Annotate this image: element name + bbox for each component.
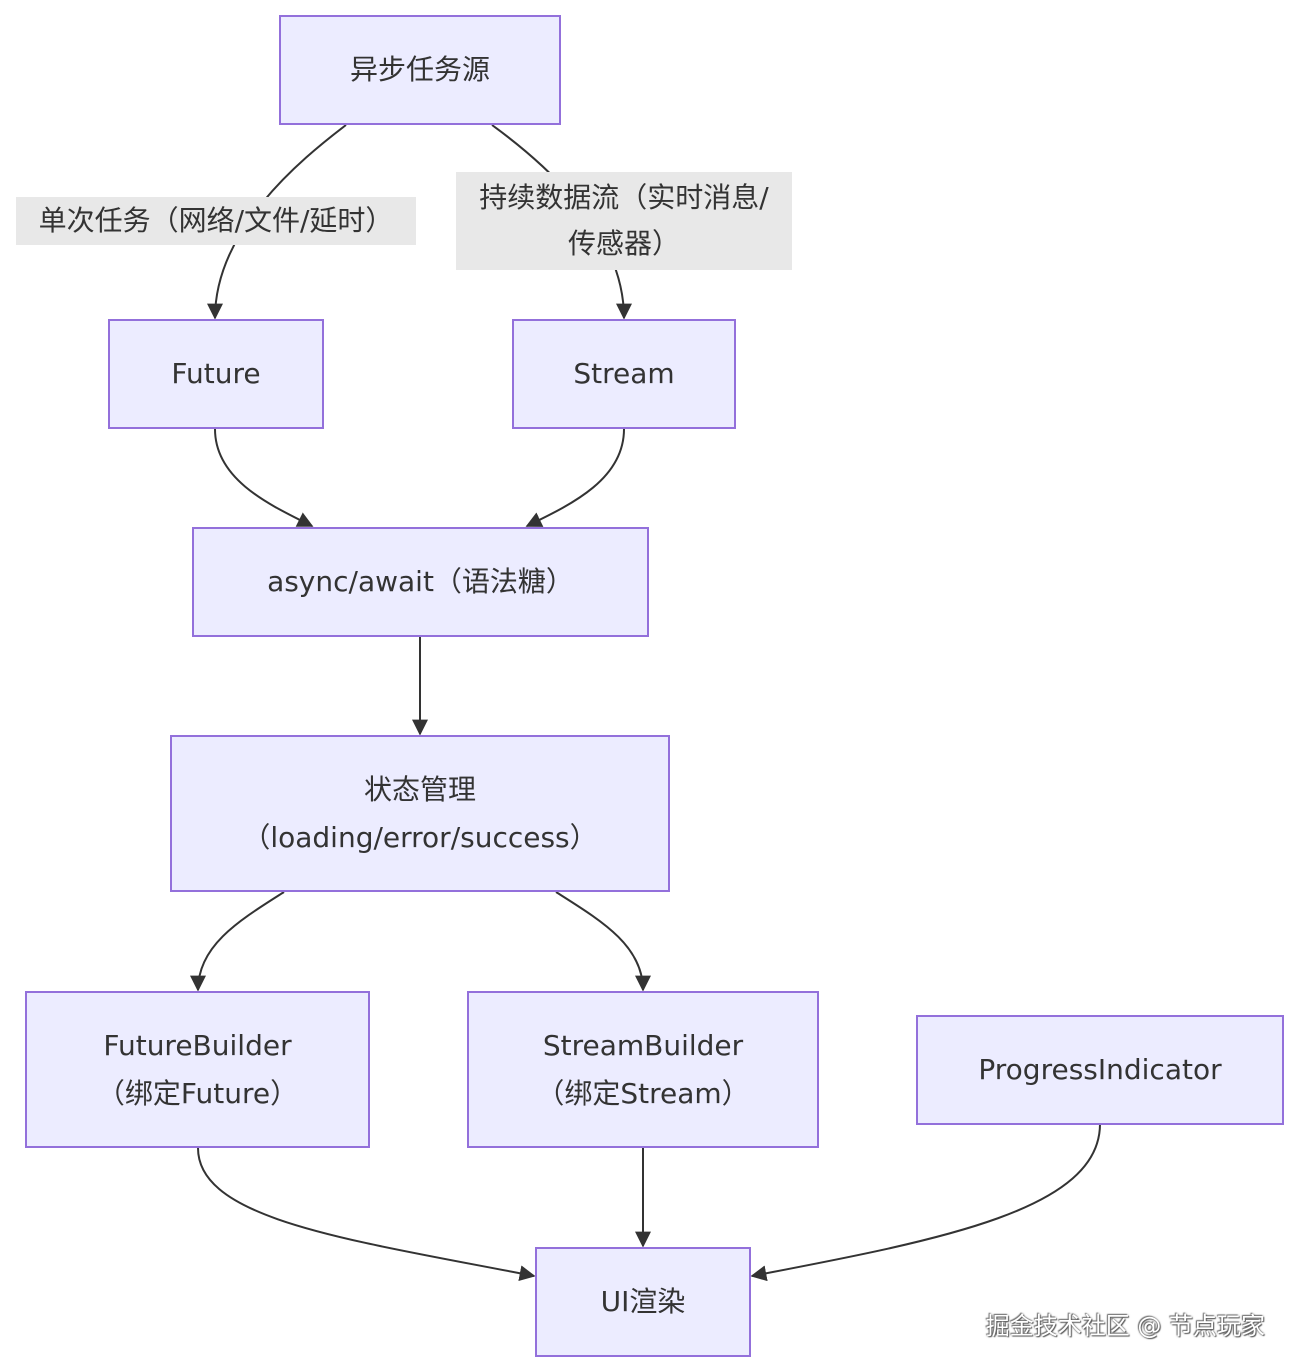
node-state-line2: （loading/error/success） xyxy=(242,820,598,854)
edge-label-continuous-stream: 持续数据流（实时消息/ 传感器） xyxy=(456,172,792,270)
node-async-source-label: 异步任务源 xyxy=(349,53,490,86)
edge-futurebuilder-to-ui xyxy=(197,1147,536,1282)
node-ui-render-label: UI渲染 xyxy=(600,1285,686,1318)
node-state-line1: 状态管理 xyxy=(363,772,476,806)
node-state-management: 状态管理 （loading/error/success） xyxy=(170,735,670,892)
edge-progress-to-ui xyxy=(750,1123,1101,1282)
node-stream-label: Stream xyxy=(573,357,675,390)
node-futurebuilder-line1: FutureBuilder xyxy=(103,1028,292,1062)
node-future-label: Future xyxy=(171,357,261,390)
node-streambuilder: StreamBuilder （绑定Stream） xyxy=(467,991,819,1148)
node-ui-render: UI渲染 xyxy=(535,1247,751,1357)
node-streambuilder-line1: StreamBuilder xyxy=(542,1028,744,1062)
edge-label-continuous-line2: 传感器） xyxy=(567,227,680,260)
edge-future-to-async xyxy=(214,428,314,527)
edge-state-to-futurebuilder xyxy=(190,891,285,992)
edge-label-single-task: 单次任务（网络/文件/延时） xyxy=(16,197,416,245)
node-future: Future xyxy=(108,319,324,429)
node-progress-indicator-label: ProgressIndicator xyxy=(978,1053,1222,1086)
edge-label-single-task-text: 单次任务（网络/文件/延时） xyxy=(38,204,394,237)
watermark: 掘金技术社区 @ 节点玩家 xyxy=(985,1312,1265,1340)
node-futurebuilder: FutureBuilder （绑定Future） xyxy=(25,991,370,1148)
node-async-await-label: async/await（语法糖） xyxy=(267,565,574,598)
node-async-source: 异步任务源 xyxy=(279,15,561,125)
node-stream: Stream xyxy=(512,319,736,429)
edge-label-continuous-line1: 持续数据流（实时消息/ xyxy=(479,181,769,214)
edge-stream-to-async xyxy=(525,428,625,527)
node-streambuilder-line2: （绑定Stream） xyxy=(536,1076,750,1110)
node-progress-indicator: ProgressIndicator xyxy=(916,1015,1284,1125)
edge-state-to-streambuilder xyxy=(555,891,651,992)
node-async-await: async/await（语法糖） xyxy=(192,527,649,637)
node-futurebuilder-line2: （绑定Future） xyxy=(96,1076,299,1110)
